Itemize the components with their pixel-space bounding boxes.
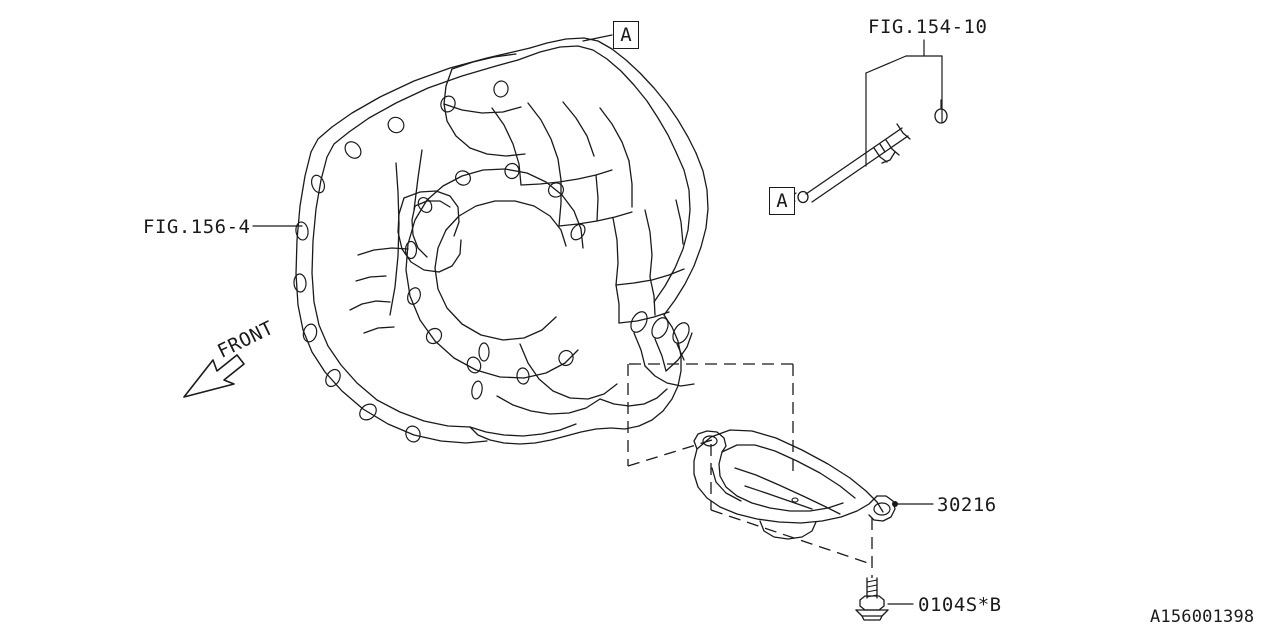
reference-label-fig-154-10: FIG.154-10 (868, 16, 988, 38)
assembly-guide-lines (627, 363, 873, 578)
section-callout-a-top: A (613, 21, 639, 49)
front-direction-arrow (183, 354, 245, 398)
transmission-case-illustration (293, 37, 709, 445)
section-callout-a-right: A (769, 187, 795, 215)
flange-bolt-illustration (855, 577, 889, 621)
part-number-30216: 30216 (937, 494, 997, 516)
dipstick-assembly-illustration (797, 39, 948, 204)
drawing-id-label: A156001398 (1150, 607, 1255, 627)
reference-label-fig-156-4: FIG.156-4 (143, 216, 251, 238)
cover-plate-illustration (693, 429, 896, 540)
part-number-0104s-b: 0104S*B (918, 594, 1002, 616)
